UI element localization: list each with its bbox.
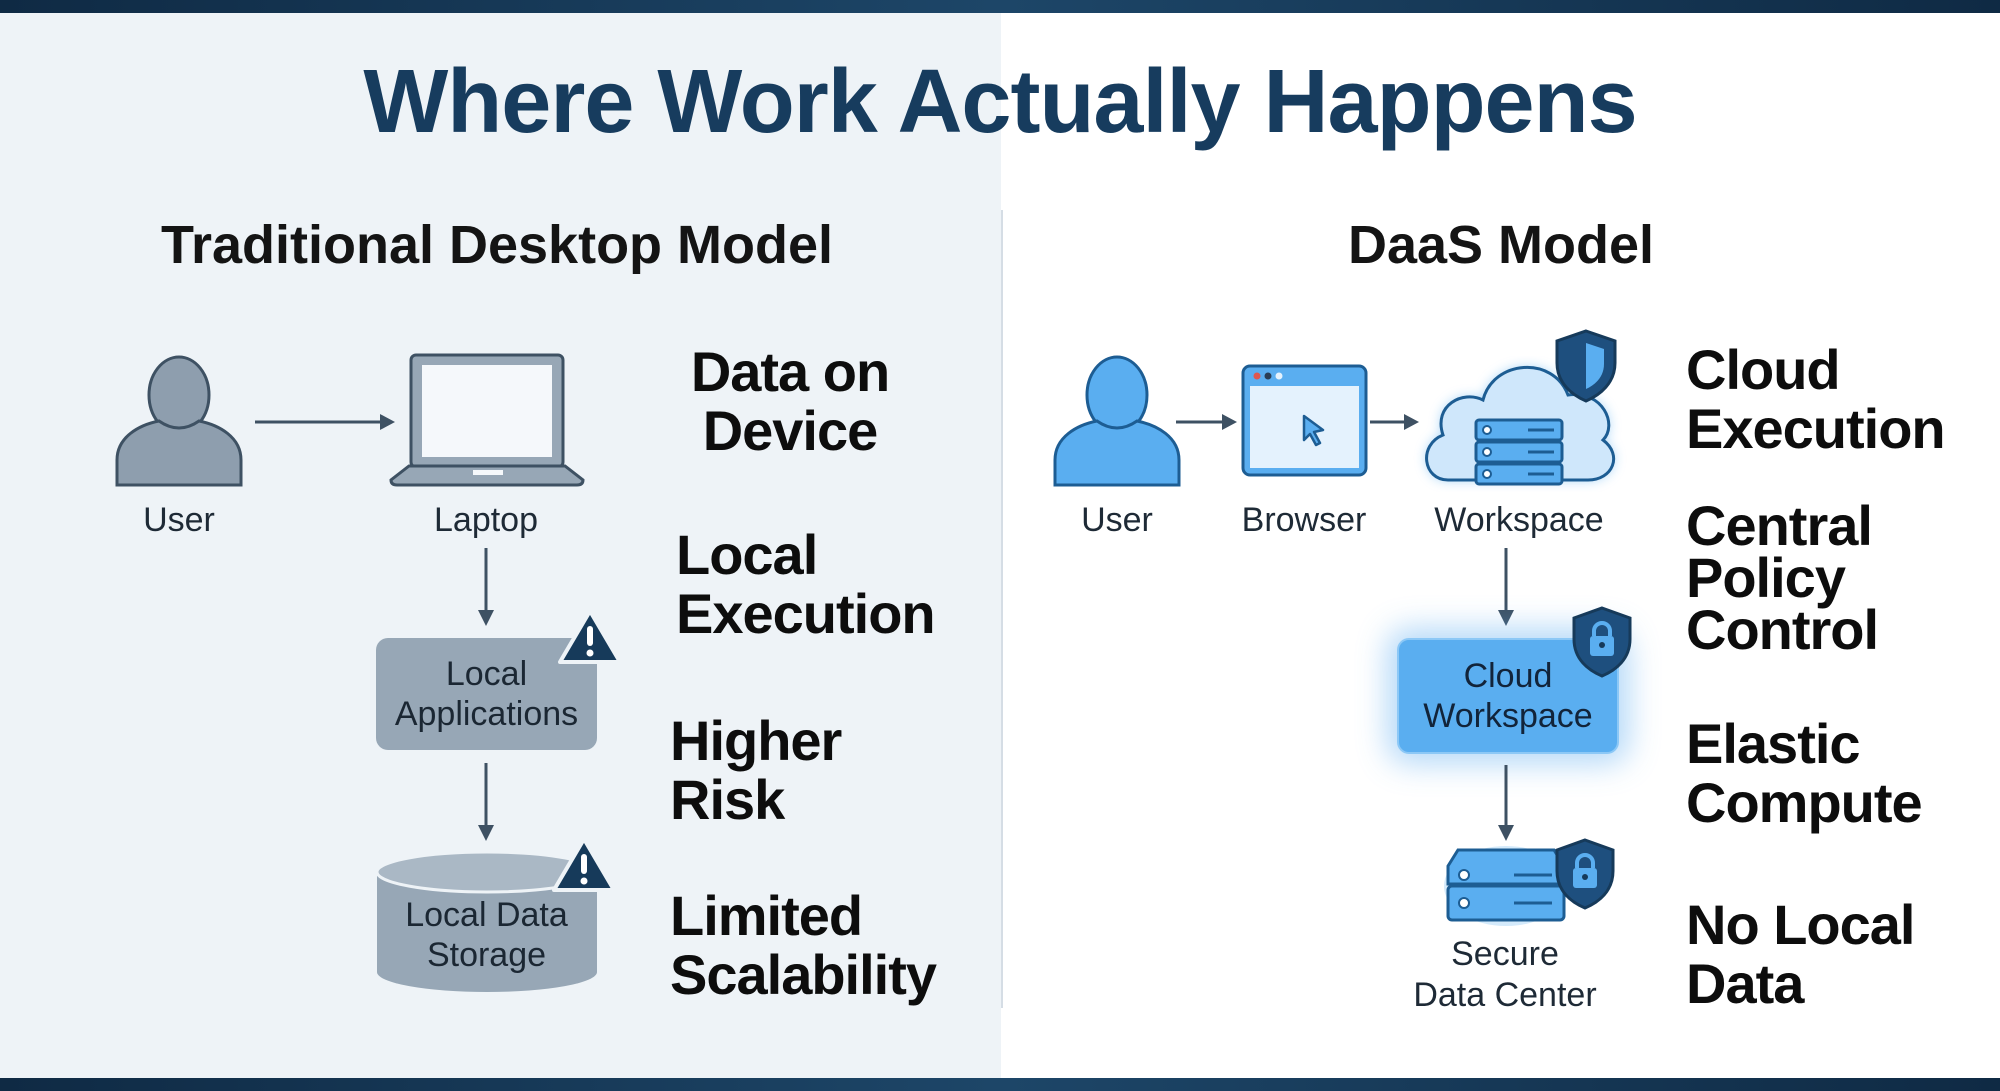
warning-icon	[552, 837, 616, 892]
bottom-bar	[0, 1078, 2000, 1091]
shield-icon	[1555, 329, 1617, 403]
arrow-down-icon	[1498, 548, 1514, 626]
user-icon	[115, 355, 243, 487]
arrow-down-icon	[478, 548, 494, 626]
server-icon	[1444, 846, 1568, 926]
workspace-label: Workspace	[1434, 501, 1604, 539]
point-cloud-execution: Cloud Execution	[1686, 338, 1946, 460]
secure-data-center-line1: Secure	[1451, 935, 1559, 973]
browser-icon	[1241, 364, 1368, 477]
point-local-execution: Local Execution	[676, 523, 936, 645]
top-bar	[0, 0, 2000, 13]
secure-data-center-line2: Data Center	[1413, 976, 1597, 1014]
cloud-server-icon	[1425, 365, 1616, 486]
warning-icon	[558, 609, 622, 664]
local-applications-line1: Local	[445, 655, 528, 693]
local-data-storage-line1: Local Data	[405, 896, 568, 934]
arrow-down-icon	[478, 763, 494, 841]
cloud-workspace-line2: Workspace	[1423, 697, 1593, 735]
point-central-policy-control: Central Policy Control	[1686, 494, 1879, 661]
local-applications-line2: Applications	[394, 695, 579, 733]
point-data-on-device: Data on Device	[690, 340, 890, 462]
arrow-right-icon	[1370, 414, 1419, 430]
laptop-icon	[389, 353, 585, 487]
traditional-heading: Traditional Desktop Model	[160, 215, 834, 275]
cloud-workspace-line1: Cloud	[1463, 657, 1553, 695]
arrow-right-icon	[1176, 414, 1237, 430]
point-no-local-data: No Local Data	[1686, 893, 1915, 1015]
arrow-right-icon	[255, 414, 395, 430]
local-data-storage-line2: Storage	[426, 936, 547, 974]
arrow-down-icon	[1498, 765, 1514, 841]
point-limited-scalability: Limited Scalability	[670, 884, 937, 1006]
daas-heading: DaaS Model	[1347, 215, 1655, 275]
user-label: User	[143, 501, 215, 539]
point-elastic-compute: Elastic Compute	[1686, 712, 1923, 834]
panel-divider	[1001, 210, 1003, 1008]
daas-user-label: User	[1081, 501, 1153, 539]
laptop-label: Laptop	[434, 501, 538, 539]
page-title: Where Work Actually Happens	[363, 52, 1637, 152]
point-higher-risk: Higher Risk	[670, 709, 842, 831]
database-icon	[375, 850, 599, 992]
user-icon	[1053, 355, 1181, 487]
shield-lock-icon	[1555, 838, 1615, 910]
shield-lock-icon	[1572, 606, 1632, 678]
browser-label: Browser	[1241, 501, 1367, 539]
